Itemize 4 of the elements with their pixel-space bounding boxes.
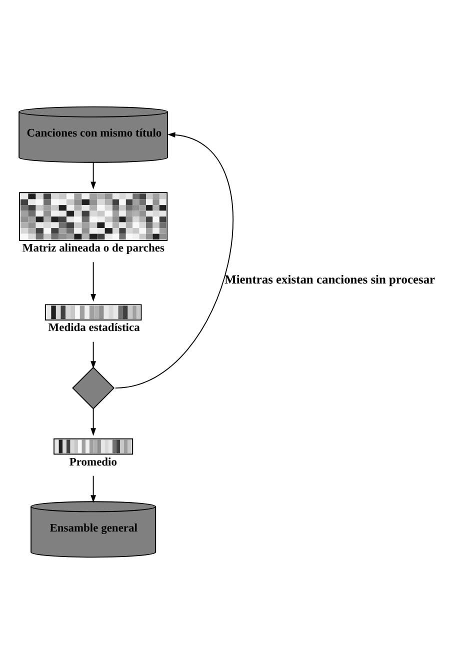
node-label: Matriz alineada o de parches	[22, 242, 164, 255]
node-label: Promedio	[69, 456, 118, 468]
edge-label: Mientras existan canciones sin procesar	[224, 272, 436, 287]
node-label: Medida estadística	[48, 322, 140, 334]
